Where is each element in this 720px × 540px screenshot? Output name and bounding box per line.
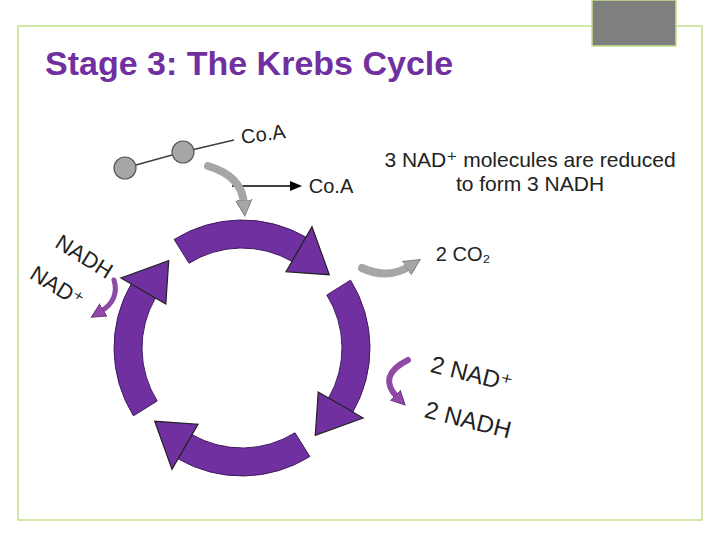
molecule-label: 2 CO₂ xyxy=(436,243,490,266)
cycle-arrow-body xyxy=(174,220,306,263)
corner-tab xyxy=(592,0,676,46)
slide-frame xyxy=(18,26,702,520)
entry-arrow xyxy=(208,166,244,204)
atom-circle xyxy=(172,141,194,163)
cycle-arrow-head xyxy=(121,261,169,304)
redox-arrow xyxy=(100,280,115,312)
redox-arrow xyxy=(389,360,408,398)
cycle-arrow-body xyxy=(178,433,310,476)
molecule-label: Co.A xyxy=(309,175,353,198)
cycle-arrow-head xyxy=(315,392,363,435)
cycle-arrow-body xyxy=(114,284,157,416)
cycle-arrow-body xyxy=(327,280,370,412)
exit-arrow xyxy=(362,266,410,274)
atom-circle xyxy=(114,157,136,179)
cycle-ring xyxy=(114,220,370,476)
note-text: 3 NAD⁺ molecules are reduced to form 3 N… xyxy=(380,148,680,196)
molecule-label: 2 NAD⁺ xyxy=(428,351,516,398)
cycle-arrow-head xyxy=(286,227,329,275)
molecule-label: Co.A xyxy=(239,120,286,149)
molecule-label: 2 NADH xyxy=(422,396,514,444)
slide-title: Stage 3: The Krebs Cycle xyxy=(45,44,453,83)
cycle-arrow-head xyxy=(155,421,198,469)
